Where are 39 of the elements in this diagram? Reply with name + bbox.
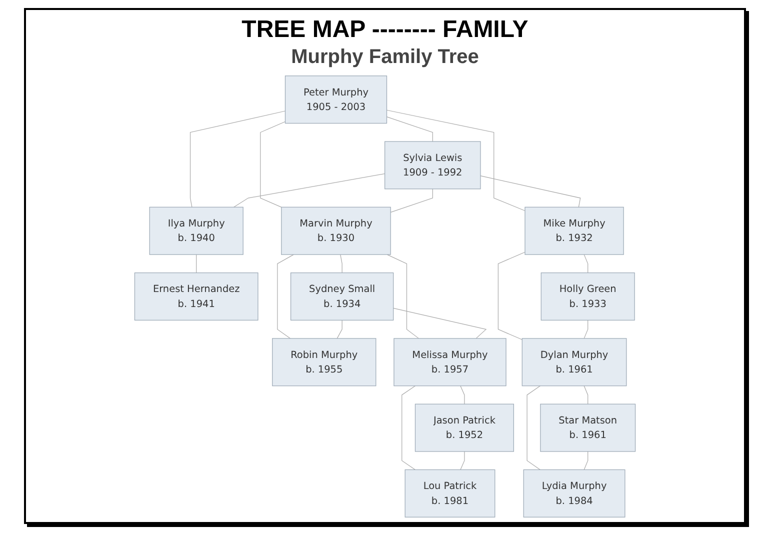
connector [277, 254, 294, 339]
node-box: Star Matson b. 1961 [540, 404, 636, 452]
connector [393, 308, 487, 339]
connector [460, 451, 465, 470]
connector [402, 386, 416, 470]
node-box: Melissa Murphy b. 1957 [394, 338, 506, 386]
node-box: Ilya Murphy b. 1940 [149, 206, 244, 255]
node-box: Mike Murphy b. 1932 [524, 206, 624, 255]
connector [526, 386, 540, 470]
connector [260, 121, 286, 208]
connector [584, 386, 588, 404]
connector [386, 116, 433, 142]
connector [584, 320, 588, 339]
node-box: Dylan Murphy b. 1961 [522, 338, 627, 386]
connector [584, 451, 588, 470]
connector [234, 173, 386, 208]
node-box: Sydney Small b. 1934 [290, 272, 394, 320]
title: TREE MAP -------- FAMILY [242, 16, 528, 44]
node-box: Robin Murphy b. 1955 [272, 338, 376, 386]
connector [584, 254, 588, 274]
connector [340, 254, 342, 274]
node-box: Lou Patrick b. 1981 [404, 469, 496, 518]
subtitle: Murphy Family Tree [291, 46, 479, 69]
node-box: Lydia Murphy b. 1984 [523, 469, 626, 518]
node-box: Ernest Hernandez b. 1941 [134, 272, 258, 320]
connector [386, 110, 526, 212]
node-box: Holly Green b. 1933 [540, 272, 635, 320]
node-box: Marvin Murphy b. 1930 [281, 206, 391, 255]
node-box: Sylvia Lewis 1909 - 1992 [384, 141, 481, 190]
connector [386, 254, 420, 339]
connector [196, 254, 197, 274]
connector [336, 320, 342, 339]
node-box: Peter Murphy 1905 - 2003 [284, 76, 388, 124]
node-box: Jason Patrick b. 1952 [414, 404, 514, 452]
connector [480, 176, 581, 208]
connector [460, 386, 465, 404]
connector [390, 188, 433, 213]
connector [498, 252, 526, 340]
connector [190, 110, 286, 208]
